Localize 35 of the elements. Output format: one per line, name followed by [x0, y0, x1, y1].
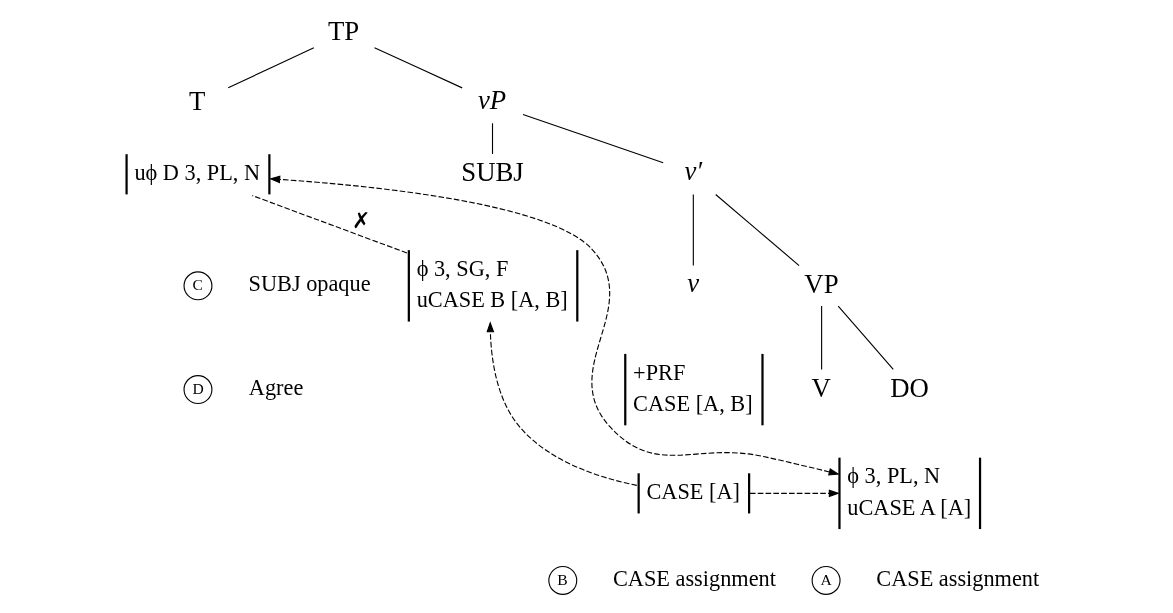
node-text: v: [687, 267, 700, 298]
connector: [491, 122, 494, 155]
connector: [373, 47, 463, 89]
node-label: SUBJ opaque: [248, 271, 371, 297]
arrow: [749, 489, 840, 498]
node-circle: C: [183, 271, 213, 301]
node-text: VP: [804, 268, 839, 299]
node-text: CASE [A]: [646, 478, 740, 504]
node-circle: A: [811, 565, 841, 595]
node-text: v′: [684, 156, 703, 187]
node-circle: B: [548, 565, 578, 595]
node-text: T: [189, 85, 206, 116]
connector: [715, 193, 800, 267]
node-text: ϕ 3, PL, N uCASE A [A]: [847, 463, 972, 520]
node-text: vP: [478, 84, 507, 115]
node-text: uϕ D 3, PL, N: [134, 159, 261, 185]
edge-label: ✗: [351, 207, 370, 233]
node-text: DO: [890, 372, 929, 403]
connector: [251, 195, 408, 254]
connector: [821, 305, 823, 371]
connector: [837, 305, 894, 371]
node-text: SUBJ: [461, 157, 524, 188]
node-label: Agree: [248, 375, 304, 401]
node-text: +PRF CASE [A, B]: [633, 359, 753, 416]
connector: [692, 193, 694, 267]
node-text: V: [811, 372, 831, 403]
connector: [522, 113, 664, 164]
arrow: [269, 175, 840, 476]
arrow: [486, 321, 638, 486]
node-label: CASE assignment: [876, 565, 1040, 591]
node-text: TP: [327, 15, 360, 46]
connector: [227, 47, 315, 89]
node-label: CASE assignment: [612, 565, 776, 591]
node-circle: D: [183, 375, 213, 405]
node-text: ϕ 3, SG, F uCASE B [A, B]: [416, 255, 568, 313]
